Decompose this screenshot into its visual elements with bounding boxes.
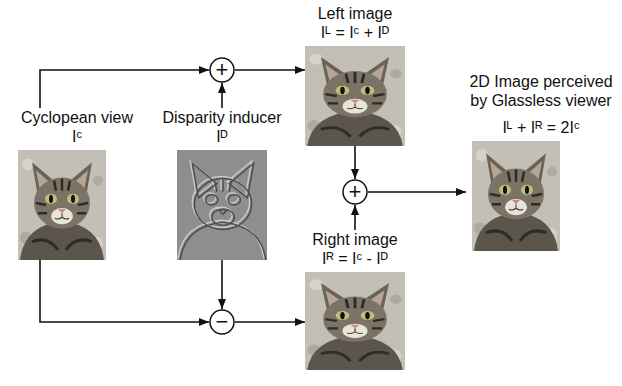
flow-arrow: [235, 321, 305, 323]
panel-heading: Right image: [312, 230, 397, 249]
operator-circle: −: [209, 309, 235, 335]
image-panel: Left imageIᴸ = Iᶜ + Iᴰ: [305, 4, 405, 146]
flow-arrow: [40, 260, 209, 322]
operator-sign: −: [209, 309, 235, 335]
image-panel: Cyclopean viewIᶜ: [6, 108, 148, 260]
image-panel: Disparity inducerIᴰ: [147, 108, 297, 260]
formula: Iᴿ = Iᶜ - Iᴰ: [322, 249, 388, 268]
formula: Iᴸ = Iᶜ + Iᴰ: [321, 23, 389, 42]
panel-heading: 2D Image perceived by Glassless viewer: [466, 72, 616, 110]
flow-arrow: [354, 146, 356, 179]
formula: Iᴰ: [216, 127, 228, 146]
operator-circle: +: [209, 57, 235, 83]
formula: Iᶜ: [72, 127, 82, 146]
cat-picture: [177, 150, 267, 260]
cat-picture: [305, 272, 405, 370]
flow-arrow: [221, 260, 223, 309]
image-panel: 2D Image perceived by Glassless viewerIᴸ…: [466, 72, 616, 251]
operator-circle: +: [342, 179, 368, 205]
flow-arrow: [221, 83, 223, 108]
cat-picture: [472, 141, 560, 251]
panel-heading: Left image: [318, 4, 393, 23]
flow-arrow: [354, 205, 356, 230]
flow-arrow: [235, 69, 305, 71]
cat-picture: [305, 46, 405, 146]
panel-heading: Disparity inducer: [162, 108, 281, 127]
panel-heading: Cyclopean view: [21, 108, 133, 127]
flow-arrow: [40, 70, 209, 108]
flow-arrow: [368, 191, 466, 193]
formula: Iᴸ + Iᴿ = 2Iᶜ: [466, 118, 616, 137]
cat-picture: [18, 150, 106, 260]
operator-sign: +: [342, 179, 368, 205]
image-panel: Right imageIᴿ = Iᶜ - Iᴰ: [305, 230, 405, 370]
operator-sign: +: [209, 57, 235, 83]
